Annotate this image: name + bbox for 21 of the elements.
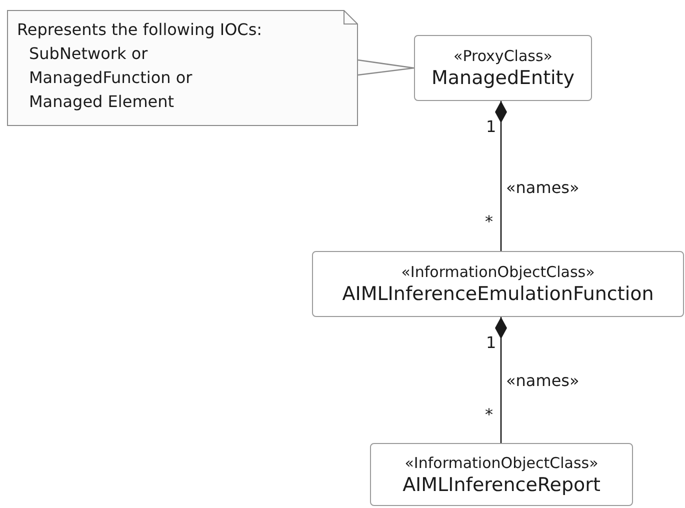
class-box [312,251,684,317]
note-text: ManagedFunction or [28,67,192,89]
stereotype: «InformationObjectClass» [401,262,595,282]
stereotype: «ProxyClass» [454,46,552,66]
class-name: AIMLInferenceEmulationFunction [342,282,654,306]
note-text: Managed Element [28,91,174,113]
stereotype: «InformationObjectClass» [404,452,598,472]
class-box [370,443,633,506]
multiplicity-label: 1 [486,117,496,137]
note-connector [357,59,415,76]
class-box [414,35,592,101]
note [7,10,358,126]
composition-line [495,317,507,443]
class-name: ManagedEntity [431,66,574,90]
multiplicity-label: * [485,212,493,232]
class-name: AIMLInferenceReport [402,472,600,496]
multiplicity-label: 1 [486,333,496,353]
multiplicity-label: * [485,405,493,425]
note-text: SubNetwork or [28,43,148,65]
note-text: Represents the following IOCs: [17,19,262,41]
composition-line [495,101,507,251]
